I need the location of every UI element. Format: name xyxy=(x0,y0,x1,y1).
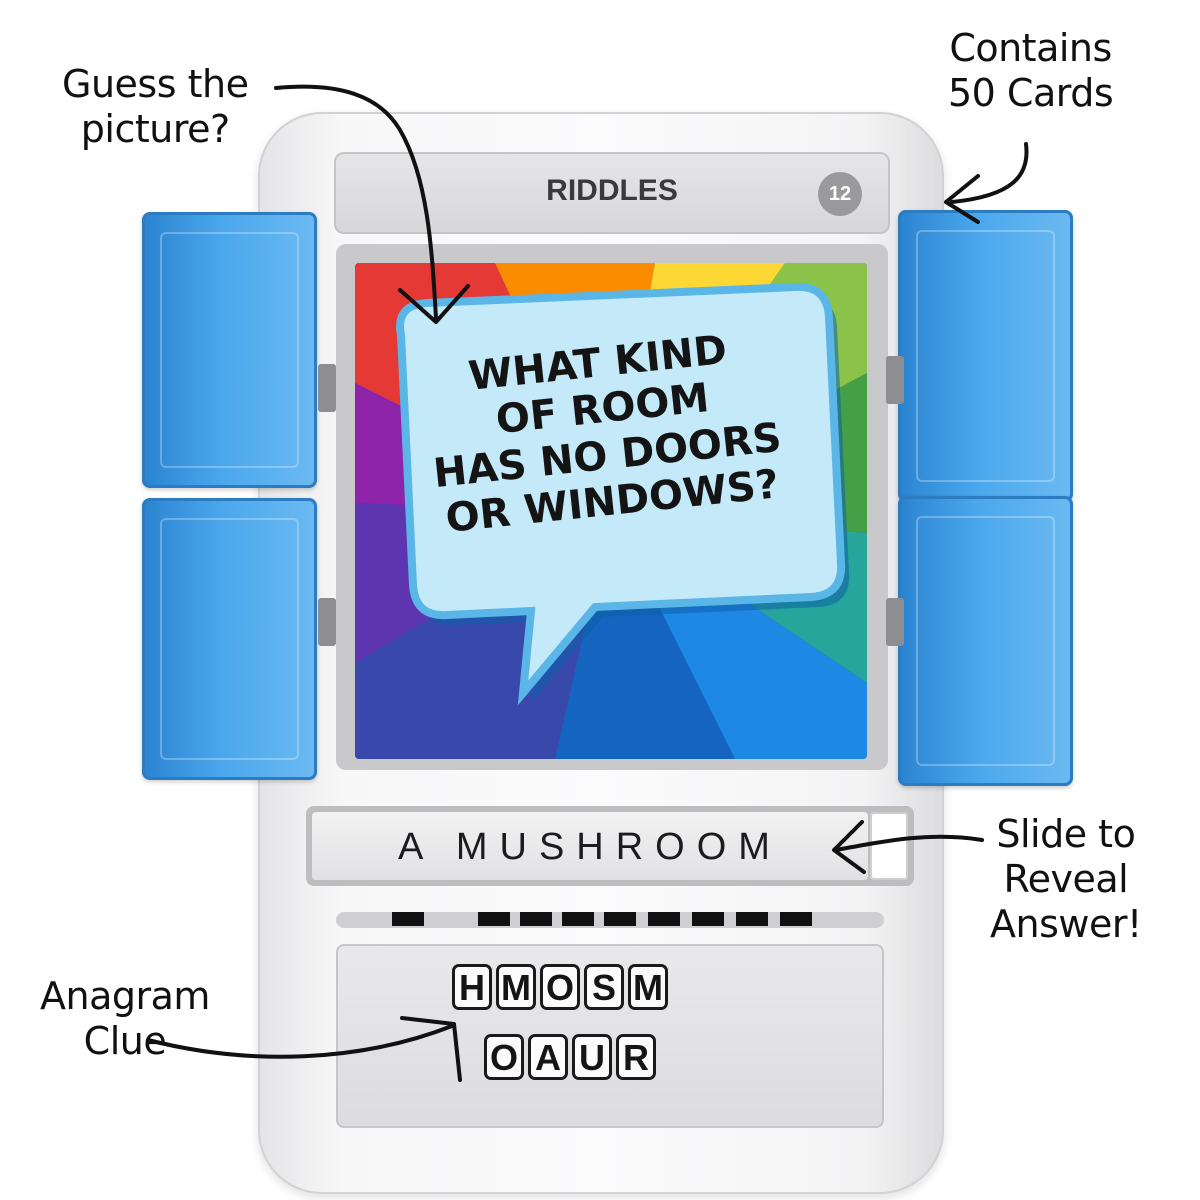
anagram-tile: H xyxy=(452,964,492,1010)
callout-anagram-line-1: Anagram xyxy=(40,974,210,1018)
grille-dash xyxy=(780,912,812,926)
anagram-tile: O xyxy=(540,964,580,1010)
callout-contains-line-1: Contains xyxy=(949,26,1112,70)
left-top-door[interactable] xyxy=(142,212,317,488)
callout-slide-line-2: Reveal xyxy=(1003,856,1129,901)
card-number-badge: 12 xyxy=(818,172,862,216)
callout-anagram-line-2: Clue xyxy=(83,1018,167,1063)
callout-contains-cards: Contains 50 Cards xyxy=(948,26,1114,116)
callout-slide-line-1: Slide to xyxy=(996,812,1136,856)
callout-guess-line-1: Guess the xyxy=(62,62,249,106)
right-top-door[interactable] xyxy=(898,210,1073,502)
callout-guess-line-2: picture? xyxy=(80,106,230,151)
grille-dash xyxy=(604,912,636,926)
grille-dash xyxy=(520,912,552,926)
grille-dash xyxy=(478,912,510,926)
right-hinge-bottom xyxy=(886,598,904,646)
anagram-tile: A xyxy=(528,1034,568,1080)
grille-dash xyxy=(736,912,768,926)
callout-contains-line-2: 50 Cards xyxy=(948,70,1114,115)
right-bottom-door[interactable] xyxy=(898,496,1073,786)
left-hinge-top xyxy=(318,364,336,412)
answer-slider-handle[interactable] xyxy=(870,812,908,880)
grille-dash xyxy=(392,912,424,926)
card-picture xyxy=(355,263,867,759)
callout-slide-reveal: Slide to Reveal Answer! xyxy=(990,812,1142,946)
answer-strip: A MUSHROOM xyxy=(312,812,868,880)
anagram-tile: R xyxy=(616,1034,656,1080)
anagram-tile: U xyxy=(572,1034,612,1080)
card-category: RIDDLES xyxy=(546,174,678,207)
left-bottom-door[interactable] xyxy=(142,498,317,780)
answer-text: A MUSHROOM xyxy=(398,826,782,868)
anagram-tile: S xyxy=(584,964,624,1010)
arrow-contains-cards xyxy=(950,142,1029,204)
anagram-row-1: H M O S M xyxy=(452,964,668,1010)
left-hinge-bottom xyxy=(318,598,336,646)
callout-slide-line-3: Answer! xyxy=(990,901,1142,946)
anagram-tile: M xyxy=(628,964,668,1010)
anagram-tile: M xyxy=(496,964,536,1010)
card-header: RIDDLES 12 xyxy=(334,152,890,234)
right-hinge-top xyxy=(886,356,904,404)
callout-anagram-clue: Anagram Clue xyxy=(40,974,210,1064)
grille-dash xyxy=(692,912,724,926)
anagram-row-2: O A U R xyxy=(484,1034,656,1080)
anagram-tile: O xyxy=(484,1034,524,1080)
grille-dash xyxy=(648,912,680,926)
rainbow-background xyxy=(355,263,867,759)
grille-dash xyxy=(562,912,594,926)
callout-guess-picture: Guess the picture? xyxy=(62,62,249,152)
